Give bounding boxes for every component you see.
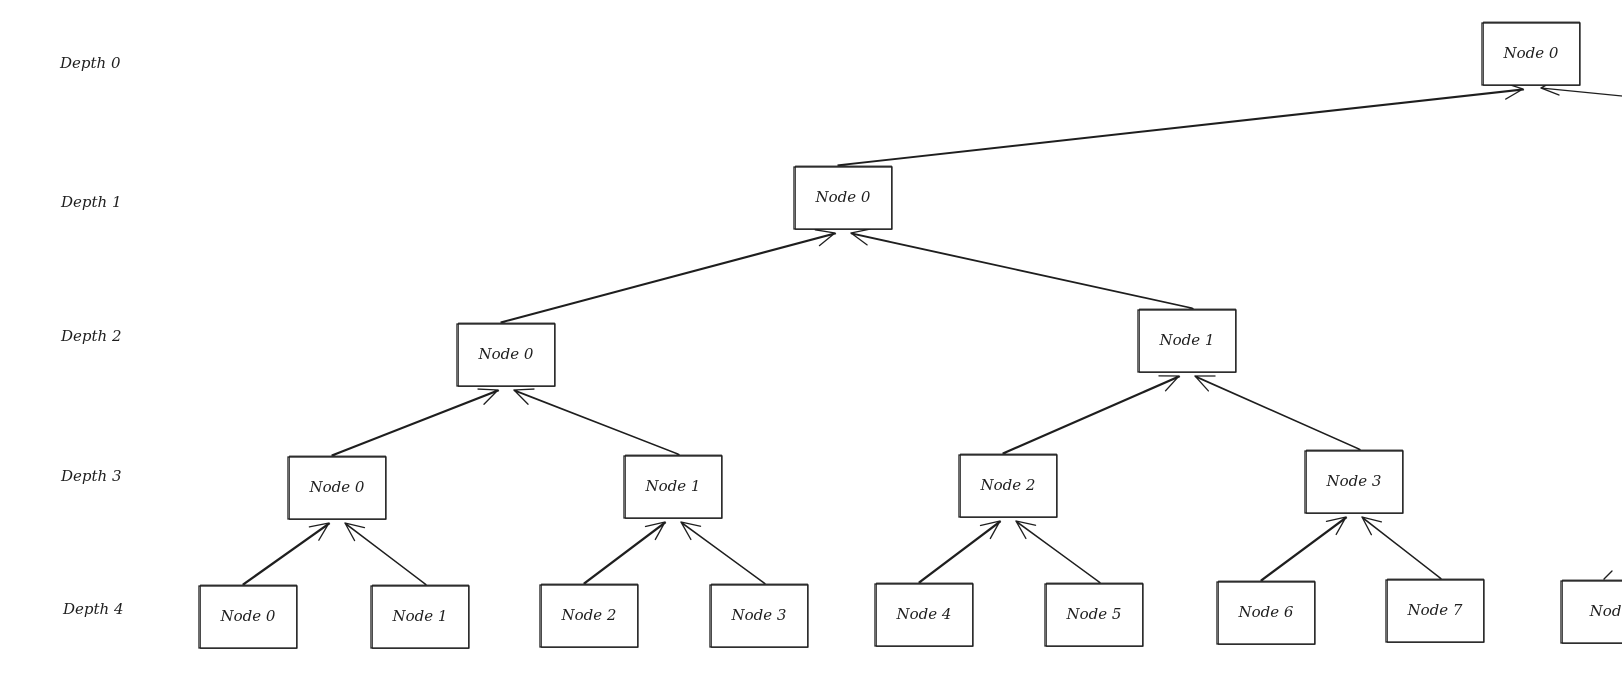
- node-box-sketch: [1046, 582, 1143, 647]
- node-box-sketch: [289, 455, 386, 520]
- node-label: Node 3: [731, 606, 787, 624]
- tree-node[interactable]: Node 0: [793, 165, 893, 230]
- node-label: Node 3: [1326, 472, 1382, 490]
- node-box-sketch: [372, 584, 469, 649]
- node-box-sketch: [625, 454, 722, 519]
- edge-arrow: [1002, 375, 1181, 455]
- tree-node[interactable]: Node 0: [1481, 21, 1581, 86]
- depth-label: Depth 0: [59, 54, 121, 72]
- node-label: Node 0: [478, 345, 534, 363]
- node-box-sketch: [711, 583, 808, 648]
- node-box: [1560, 580, 1622, 644]
- node-box: [370, 585, 470, 649]
- edge-arrow: [242, 522, 331, 586]
- node-box-sketch: [876, 582, 973, 647]
- node-label: Node 5: [1066, 605, 1122, 623]
- node-box: [1385, 579, 1485, 643]
- node-box: [793, 166, 893, 230]
- node-box: [1304, 450, 1404, 514]
- node-label: Node 4: [896, 605, 952, 623]
- tree-node[interactable]: Node: [1560, 579, 1622, 644]
- tree-node[interactable]: Node 7: [1385, 578, 1485, 643]
- node-box-sketch: [1483, 21, 1580, 86]
- node-label: Node 0: [1503, 44, 1559, 62]
- tree-node[interactable]: Node 2: [958, 453, 1058, 518]
- depth-labels: Depth 0 Depth 1 Depth 2 Depth 3 Depth 4: [59, 54, 124, 618]
- node-label: Node 1: [1159, 331, 1215, 349]
- node-box: [709, 584, 809, 648]
- node-label: Node 6: [1238, 603, 1294, 621]
- edge-arrow: [1540, 78, 1622, 580]
- node-box-sketch: [795, 165, 892, 230]
- edge-arrow: [918, 520, 1002, 584]
- node-box-sketch: [541, 583, 638, 648]
- node-box: [456, 323, 556, 387]
- tree-node[interactable]: Node 0: [287, 455, 387, 520]
- node-box: [1216, 581, 1316, 645]
- tree-node[interactable]: Node 4: [874, 582, 974, 647]
- node-label: Node 2: [561, 606, 617, 624]
- node-box: [874, 583, 974, 647]
- edge-arrow: [1015, 520, 1101, 584]
- tree-node[interactable]: Node 3: [709, 583, 809, 648]
- node-box-sketch: [1387, 578, 1484, 643]
- tree-node[interactable]: Node 3: [1304, 449, 1404, 514]
- node-box-sketch: [458, 322, 555, 387]
- tree-node[interactable]: Node 0: [456, 322, 556, 387]
- edge-arrow: [513, 388, 680, 456]
- edge-arrow: [837, 82, 1525, 167]
- depth-label: Depth 4: [62, 600, 124, 618]
- nodes: Node 0 Node 0 Node 0 Node 1 Node 0 Node 1 Node…: [198, 21, 1622, 649]
- edge-arrow: [850, 228, 1194, 310]
- node-box-sketch: [1218, 580, 1315, 645]
- tree-node[interactable]: Node 0: [198, 584, 298, 649]
- node-box: [1137, 309, 1237, 373]
- edge-arrow: [1361, 516, 1442, 580]
- node-box: [958, 454, 1058, 518]
- tree-node[interactable]: Node 2: [539, 583, 639, 648]
- node-label: Node 7: [1407, 601, 1463, 619]
- node-label: Node 0: [309, 478, 365, 496]
- depth-label: Depth 2: [60, 327, 122, 345]
- node-label: Node 0: [220, 607, 276, 625]
- depth-label: Depth 3: [60, 467, 122, 485]
- tree-node[interactable]: Node 5: [1044, 582, 1144, 647]
- depth-label: Depth 1: [60, 193, 122, 211]
- edge-arrow: [680, 521, 766, 585]
- node-label: Node 0: [815, 188, 871, 206]
- node-label: Node 1: [392, 607, 448, 625]
- node-box-sketch: [1139, 308, 1236, 373]
- edge-arrow: [583, 521, 667, 585]
- edge-arrow: [331, 388, 500, 457]
- node-box-sketch: [960, 453, 1057, 518]
- tree-node[interactable]: Node 6: [1216, 580, 1316, 645]
- tree-node[interactable]: Node 1: [370, 584, 470, 649]
- node-box-sketch: [1562, 579, 1622, 644]
- node-box: [198, 585, 298, 649]
- edge-arrow: [344, 522, 427, 586]
- edge-arrow: [500, 229, 837, 324]
- node-box: [1044, 583, 1144, 647]
- node-box-sketch: [200, 584, 297, 649]
- tree-node[interactable]: Node 1: [1137, 308, 1237, 373]
- edge-arrow: [1194, 375, 1361, 451]
- node-box: [287, 456, 387, 520]
- node-label: Node 2: [980, 476, 1036, 494]
- node-box: [623, 455, 723, 519]
- node-box: [539, 584, 639, 648]
- edges: [242, 78, 1622, 586]
- tree-node[interactable]: Node 1: [623, 454, 723, 519]
- node-label: Node: [1589, 602, 1622, 620]
- node-label: Node 1: [645, 477, 701, 495]
- node-box: [1481, 22, 1581, 86]
- node-box-sketch: [1306, 449, 1403, 514]
- edge-arrow: [1260, 516, 1348, 582]
